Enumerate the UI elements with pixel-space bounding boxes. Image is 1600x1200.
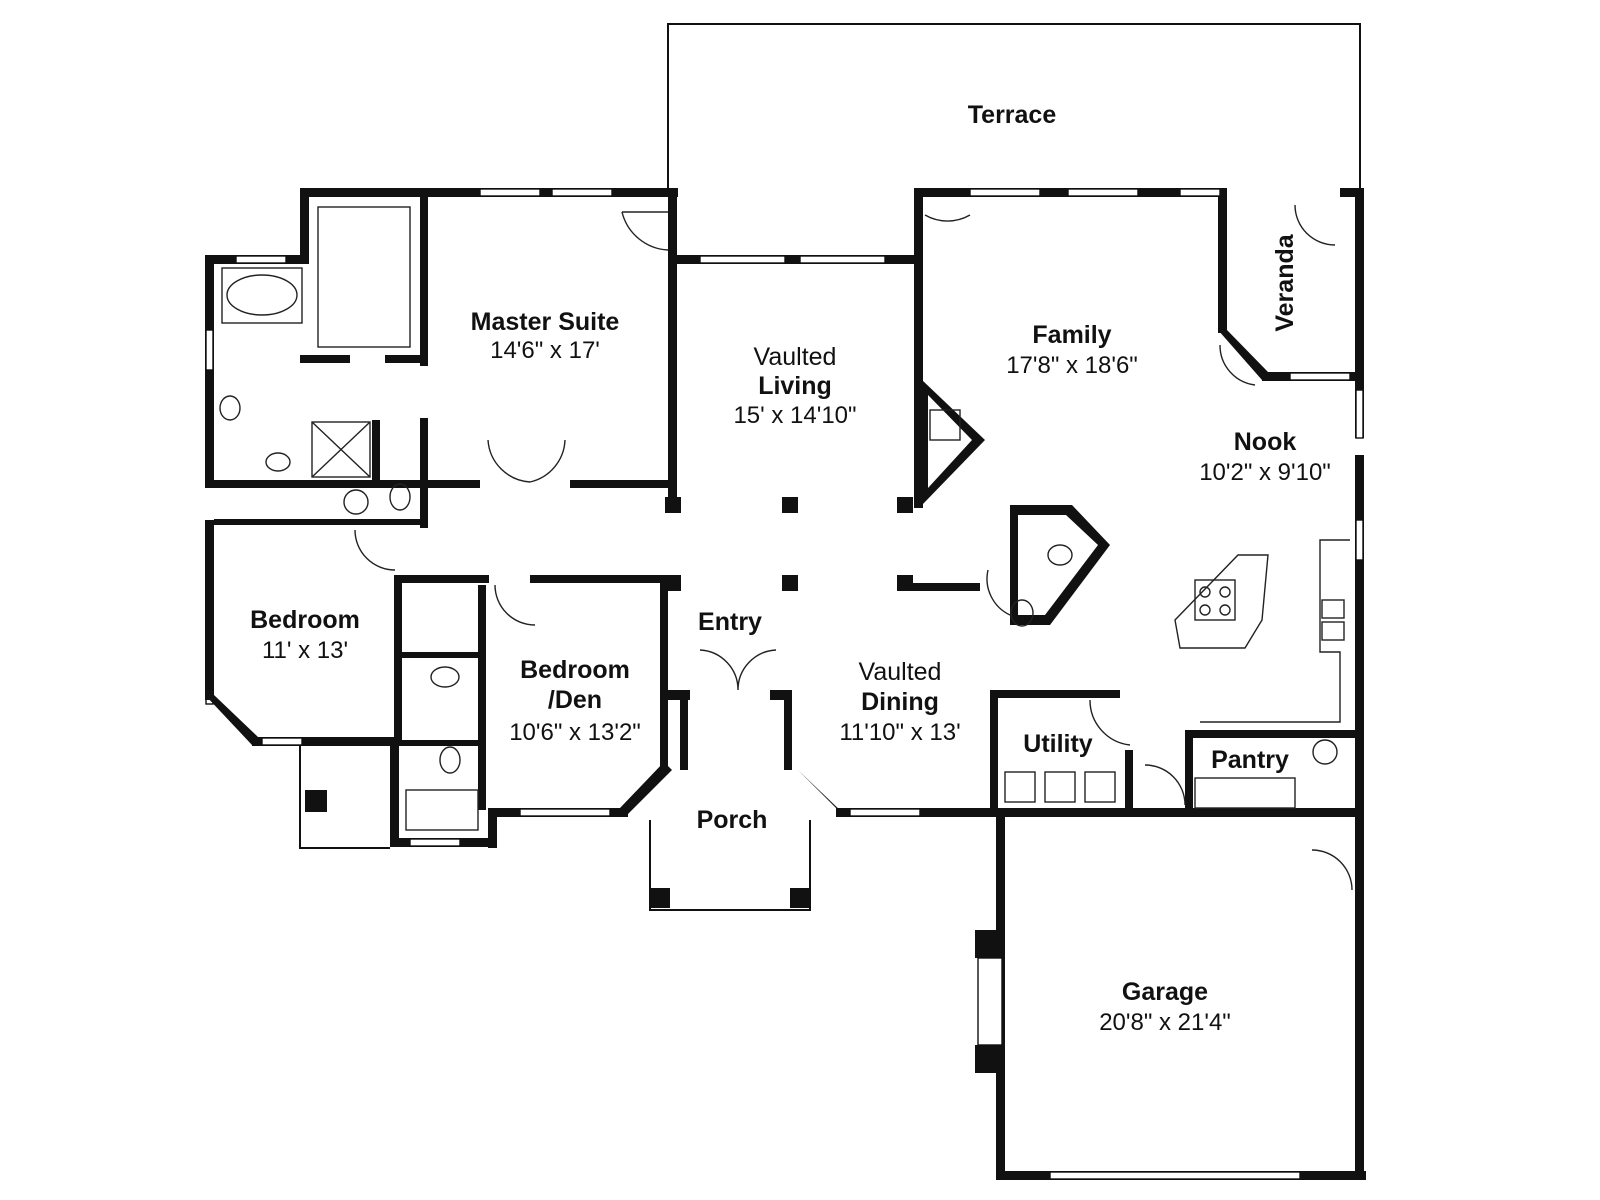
room-dining-dim: 11'10" x 13' [839,719,960,746]
room-bedroom-den-name-2: /Den [548,686,602,714]
room-living-dim: 15' x 14'10" [733,402,856,429]
room-family-dim: 17'8" x 18'6" [1006,352,1138,379]
room-garage-name: Garage [1122,978,1208,1006]
room-veranda-name: Veranda [1271,233,1299,331]
room-living-name: Living [758,372,832,400]
room-entry-name: Entry [698,608,762,636]
room-nook-name: Nook [1234,428,1297,456]
terrace-outline [667,23,1361,195]
room-terrace-name: Terrace [968,101,1057,129]
room-living-prefix: Vaulted [754,343,837,371]
room-pantry-name: Pantry [1211,746,1289,774]
room-porch-name: Porch [697,806,768,834]
room-bedroom-dim: 11' x 13' [262,637,348,664]
room-garage-dim: 20'8" x 21'4" [1099,1009,1231,1036]
room-master-suite-dim: 14'6" x 17' [490,337,600,364]
fixtures [219,267,1350,911]
room-bedroom-den-name-1: Bedroom [520,656,630,684]
doors [354,204,1353,891]
room-nook-dim: 10'2" x 9'10" [1199,459,1331,486]
room-dining-prefix: Vaulted [859,658,942,686]
room-dining-name: Dining [861,688,939,716]
room-bedroom-den-dim: 10'6" x 13'2" [509,719,641,746]
exterior-walls [205,188,1366,1180]
interior-walls [205,196,1355,813]
room-family-name: Family [1032,321,1111,349]
room-bedroom-name: Bedroom [250,606,360,634]
room-utility-name: Utility [1023,730,1093,758]
room-master-suite-name: Master Suite [471,308,620,336]
